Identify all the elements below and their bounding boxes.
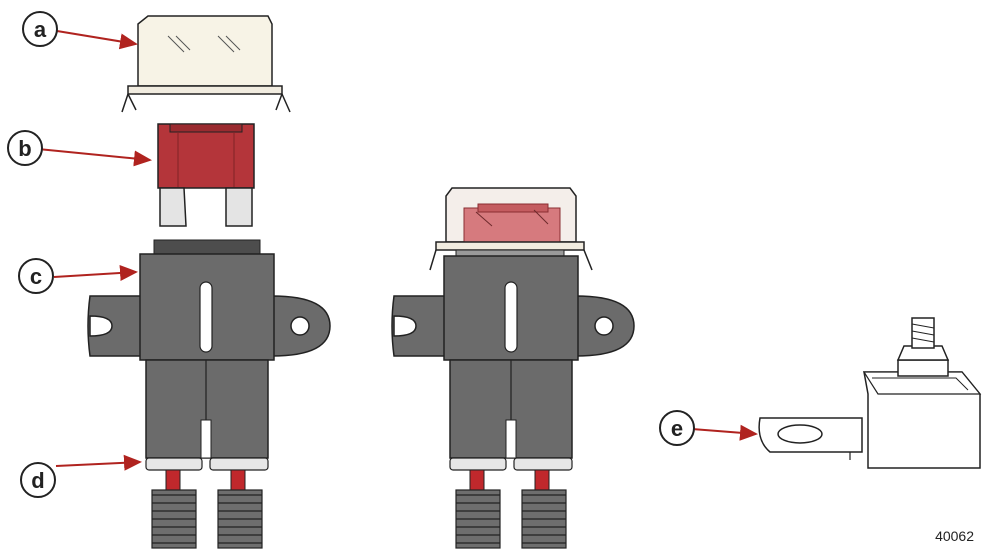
- svg-text:d: d: [31, 468, 44, 493]
- fuse-cover: [121, 15, 291, 113]
- callout-b: b: [7, 130, 43, 166]
- callout-d: d: [20, 462, 56, 498]
- fuse-holder-assembled: [391, 187, 635, 549]
- svg-text:e: e: [671, 416, 683, 441]
- svg-text:b: b: [18, 136, 31, 161]
- svg-text:c: c: [30, 264, 42, 289]
- wire-seal: [145, 457, 269, 471]
- maxi-fuse: [157, 123, 255, 227]
- callout-e: e: [659, 410, 695, 446]
- fuse-holder-body: [87, 239, 331, 459]
- callout-arrows: [37, 30, 758, 471]
- wire-leads: [151, 469, 263, 549]
- figure-id: 40062: [935, 528, 974, 544]
- callout-c: c: [18, 258, 54, 294]
- callout-a: a: [22, 11, 58, 47]
- terminal-stud-block: [758, 317, 982, 469]
- svg-text:a: a: [34, 17, 47, 42]
